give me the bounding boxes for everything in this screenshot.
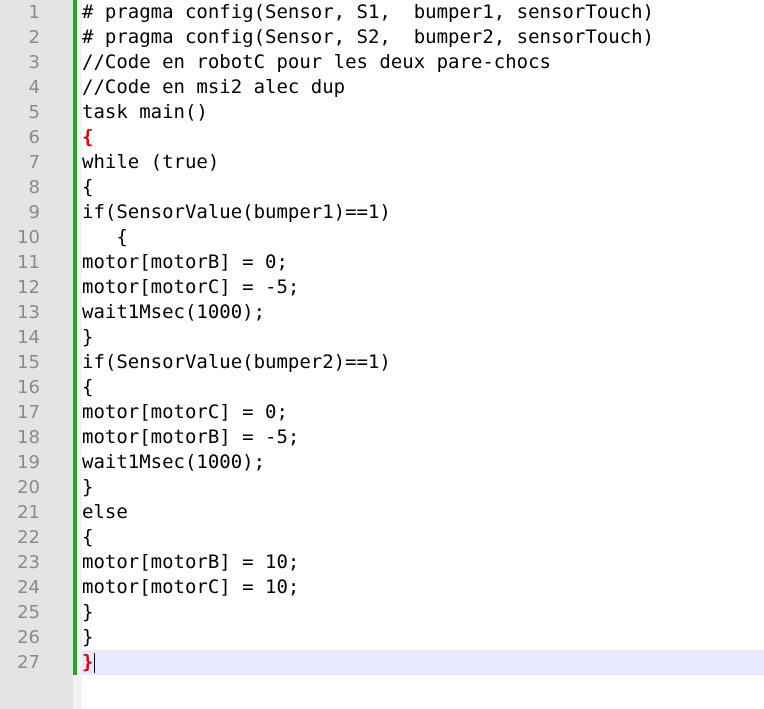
code-line[interactable]: while (true) [82, 150, 764, 175]
line-number: 27 [17, 652, 40, 673]
line-number: 15 [17, 352, 40, 373]
code-line[interactable]: task main() [82, 100, 764, 125]
fold-margin [73, 0, 82, 709]
code-text: motor[motorB] = -5; [82, 426, 300, 448]
code-line[interactable]: { [82, 225, 764, 250]
line-number: 4 [28, 77, 40, 98]
code-text: # pragma config(Sensor, S1, bumper1, sen… [82, 1, 654, 23]
code-text: while (true) [82, 151, 220, 173]
code-text: else [82, 501, 128, 523]
code-line[interactable]: wait1Msec(1000); [82, 450, 764, 475]
code-line[interactable]: motor[motorB] = 0; [82, 250, 764, 275]
code-text: { [82, 376, 94, 398]
code-text: } [82, 601, 94, 623]
line-number: 9 [28, 202, 40, 223]
line-number: 2 [28, 27, 40, 48]
code-line[interactable]: if(SensorValue(bumper1)==1) [82, 200, 764, 225]
line-number: 19 [17, 452, 40, 473]
code-line[interactable]: motor[motorB] = 10; [82, 550, 764, 575]
code-line[interactable]: # pragma config(Sensor, S2, bumper2, sen… [82, 25, 764, 50]
code-line[interactable]: { [82, 375, 764, 400]
change-history-bar [73, 0, 77, 675]
code-line[interactable]: motor[motorB] = -5; [82, 425, 764, 450]
code-text: motor[motorC] = 10; [82, 576, 300, 598]
line-number: 25 [17, 602, 40, 623]
code-text: { [82, 176, 94, 198]
current-code-line[interactable]: } [82, 650, 764, 675]
code-text: } [82, 626, 94, 648]
line-number: 20 [17, 477, 40, 498]
code-line[interactable]: { [82, 525, 764, 550]
code-text: motor[motorC] = 0; [82, 401, 288, 423]
code-line[interactable]: { [82, 175, 764, 200]
line-number: 26 [17, 627, 40, 648]
code-line[interactable]: wait1Msec(1000); [82, 300, 764, 325]
code-line[interactable]: { [82, 125, 764, 150]
code-text: { [82, 526, 94, 548]
line-number: 21 [17, 502, 40, 523]
code-line[interactable]: //Code en msi2 alec dup [82, 75, 764, 100]
code-text: wait1Msec(1000); [82, 301, 266, 323]
line-number: 16 [17, 377, 40, 398]
code-text: { [82, 226, 128, 248]
code-text: motor[motorB] = 10; [82, 551, 300, 573]
code-text: motor[motorC] = -5; [82, 276, 300, 298]
line-number: 1 [28, 2, 40, 23]
line-number: 23 [17, 552, 40, 573]
code-text-area[interactable]: # pragma config(Sensor, S1, bumper1, sen… [82, 0, 764, 675]
code-text: if(SensorValue(bumper1)==1) [82, 201, 391, 223]
line-number: 24 [17, 577, 40, 598]
line-number: 8 [28, 177, 40, 198]
code-text: //Code en msi2 alec dup [82, 76, 346, 98]
line-number: 14 [17, 327, 40, 348]
code-line[interactable]: motor[motorC] = -5; [82, 275, 764, 300]
line-number: 5 [28, 102, 40, 123]
text-caret [94, 652, 96, 673]
code-line[interactable]: //Code en robotC pour les deux pare-choc… [82, 50, 764, 75]
code-text: task main() [82, 101, 208, 123]
code-text: //Code en robotC pour les deux pare-choc… [82, 51, 551, 73]
line-number: 6 [28, 127, 40, 148]
matched-brace: } [82, 651, 94, 673]
code-line[interactable]: } [82, 475, 764, 500]
line-number: 17 [17, 402, 40, 423]
code-text: motor[motorB] = 0; [82, 251, 288, 273]
line-number: 3 [28, 52, 40, 73]
line-number: 11 [17, 252, 40, 273]
code-line[interactable]: motor[motorC] = 10; [82, 575, 764, 600]
code-line[interactable]: else [82, 500, 764, 525]
line-number: 22 [17, 527, 40, 548]
code-text: } [82, 326, 94, 348]
code-text: } [82, 476, 94, 498]
code-text: if(SensorValue(bumper2)==1) [82, 351, 391, 373]
matched-brace: { [82, 126, 94, 148]
code-line[interactable]: } [82, 600, 764, 625]
code-line[interactable]: if(SensorValue(bumper2)==1) [82, 350, 764, 375]
code-line[interactable]: # pragma config(Sensor, S1, bumper1, sen… [82, 0, 764, 25]
line-number: 10 [17, 227, 40, 248]
line-number: 13 [17, 302, 40, 323]
line-number: 12 [17, 277, 40, 298]
line-number: 7 [28, 152, 40, 173]
code-line[interactable]: } [82, 325, 764, 350]
line-number: 18 [17, 427, 40, 448]
code-line[interactable]: } [82, 625, 764, 650]
code-line[interactable]: motor[motorC] = 0; [82, 400, 764, 425]
code-text: # pragma config(Sensor, S2, bumper2, sen… [82, 26, 654, 48]
code-text: wait1Msec(1000); [82, 451, 266, 473]
